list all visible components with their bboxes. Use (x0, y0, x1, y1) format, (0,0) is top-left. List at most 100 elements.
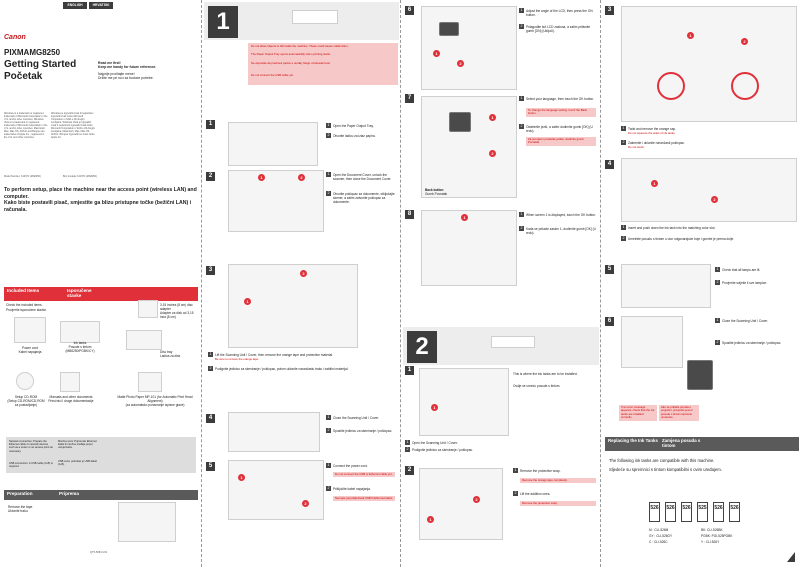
disc-adapter-en: 3.15 inches (8 cm) disc adapter (160, 303, 193, 311)
mid-step7-en: Select your language, then touch the OK … (526, 97, 595, 101)
preparation-header-en: Preparation (7, 491, 33, 496)
network-note-en: Network connection: Prepare the Ethernet… (9, 440, 53, 453)
s1-step2-en: Open the Document Cover, unlock the scan… (333, 173, 392, 181)
s2-info-hr: Ovdje se umeću posude s tintom. (513, 384, 561, 388)
r-step3-red-b: Do not touch. (628, 145, 645, 149)
s2-step2-marker-1: 1 (427, 516, 434, 523)
r-step4-marker-1: 1 (651, 180, 658, 187)
setup-cd-en: Setup CD-ROM (14, 395, 38, 399)
s1-step1-en: Open the Paper Output Tray. (333, 124, 374, 128)
mid-step7-sub1: 1 (519, 96, 524, 101)
s1-step5-red-hr: Nemojte još priključivati USB ili Ethern… (333, 496, 395, 502)
cart-label-5: C : CLI-526C (649, 540, 668, 544)
power-cord-image (14, 317, 46, 343)
mid-step6-number: 6 (405, 6, 414, 15)
model-code-en: Model Number: K10371 (MG8250) (4, 175, 41, 178)
r-step3-marker-2: 2 (741, 38, 748, 45)
s1-step5-hr: Priključite kabel napajanja. (333, 487, 371, 491)
s2-step2-sub2: 2 (513, 491, 518, 496)
r-step4-number: 4 (605, 160, 614, 169)
trademark-hr: Windows je trgovački znak ili registrira… (51, 112, 95, 139)
disc-tray-en: Disc tray (160, 350, 173, 354)
manuals-en: Manuals and other documents (49, 395, 93, 399)
s2-step1-sub1: 1 (405, 440, 410, 445)
mid-step6-sub1: 1 (519, 8, 524, 13)
ink-cartridge: 525 (697, 502, 708, 522)
right-panel: 3 1 2 1 Twist and remove the orange cap.… (601, 0, 802, 567)
s1-step3-number: 3 (206, 266, 215, 275)
s1-step3-sub1: 1 (208, 352, 213, 357)
s2-info-en: This is where the ink tanks are to be in… (513, 372, 578, 376)
mid-step7-number: 7 (405, 94, 414, 103)
section2-number: 2 (407, 331, 437, 363)
photo-paper-en: Matte Photo Paper MP-101 (for Automatic … (117, 395, 193, 403)
r-step3-marker-1: 1 (687, 32, 694, 39)
s1-step4-image (228, 412, 320, 452)
s1-step3-image (228, 264, 358, 348)
read-first-4: Držite me pri ruci za buduće potrebe. (98, 75, 154, 80)
r-step5-number: 5 (605, 265, 614, 274)
r-step6-en: Close the Scanning Unit / Cover. (722, 319, 769, 323)
included-check: Check the included items. (6, 303, 43, 307)
back-button-en: Back button (425, 188, 444, 192)
r-step4-en: Insert and push down the ink tank into t… (628, 226, 716, 230)
page-turn-arrow-icon (787, 552, 795, 562)
s2-step2-image (419, 468, 503, 540)
s1-step1-sub1: 1 (326, 123, 331, 128)
mid-step8-image (421, 210, 517, 286)
r-step6-hr: Spustite jedinicu za skeniranje / poklop… (722, 341, 782, 345)
lang-tab-english[interactable]: ENGLISH (63, 2, 87, 9)
preparation-text: Remove the tape. Uklonite traku. (8, 505, 33, 513)
mid-step7-red-hr: Za promjenu postavke jezika, dodirnite g… (526, 137, 596, 146)
r-step4-sub1: 1 (621, 225, 626, 230)
cover-panel: ENGLISH HRVATSKI Canon PIXMAMG8250 Getti… (0, 0, 202, 567)
s1-step5-sub2: 2 (326, 486, 331, 491)
middle-panel: 6 1 2 1 Adjust the angle of the LCD, the… (401, 0, 601, 567)
ink-tanks-en: Ink tanks (73, 341, 87, 345)
preparation-en: Remove the tape. (8, 505, 34, 509)
ink-tanks-extra: (MB8250/PGBK/CY) (65, 349, 95, 353)
model-number: MG8250 (29, 48, 61, 57)
s2-step2-sub1: 1 (513, 468, 518, 473)
photo-paper-label: Matte Photo Paper MP-101 (for Automatic … (112, 395, 198, 407)
s2-step1-image (419, 368, 509, 436)
usb-note-hr: USB veza: potreban je USB kabel (A-B). (58, 460, 97, 467)
usb-note-en: USB connection: A USB cable (A-B) is req… (9, 462, 53, 469)
r-step3-en: Twist and remove the orange cap. (628, 127, 677, 131)
network-note-hr: Mrežna veza: Pripremite Ethernet kabel i… (58, 440, 97, 450)
cart-label-1: M : CLI-526M (649, 528, 669, 532)
s1-step2-hr: Otvorite poklopac za dokumente, otključa… (333, 192, 395, 204)
s1-step1-hr: Otvorite ladicu za izlaz papira. (333, 134, 376, 138)
r-step3-sub2: 2 (621, 140, 626, 145)
power-cord-en: Power cord (21, 346, 39, 350)
s1-step4-en: Close the Scanning Unit / Cover. (333, 416, 380, 420)
photo-paper-image (138, 372, 162, 392)
r-step5-image (621, 264, 711, 308)
mid-step8-sub1: 1 (519, 212, 524, 217)
replacing-header-en: Replacing the Ink Tanks (608, 438, 658, 443)
trademark-en: Windows is a trademark or registered tra… (4, 112, 48, 139)
cart-label-3: GY : CLI-526GY (649, 534, 673, 538)
manuals-label: Manuals and other documents Priručnici i… (46, 395, 96, 403)
lang-tab-hrvatski[interactable]: HRVATSKI (89, 2, 113, 9)
s1-step1-number: 1 (206, 120, 215, 129)
read-first: Read me first! Keep me handy for future … (98, 61, 198, 80)
s2-step1-hr: Podignite jedinicu za skeniranje / poklo… (412, 448, 473, 452)
ink-tanks-label: Ink tanks Posude s tintom (MB8250/PGBK/C… (58, 341, 102, 353)
setup-cd-label: Setup CD-ROM (Setup CD-ROM/CD-ROM za pos… (6, 395, 46, 407)
warning-sub: Ne dopustite da predmeti padnu u uređaj.… (251, 61, 331, 65)
s1-step2-sub1: 1 (326, 172, 331, 177)
power-cord-label: Power cord Kabel napajanja (12, 346, 48, 354)
mid-step8-number: 8 (405, 210, 414, 219)
title-en: Getting Started (4, 59, 77, 70)
s1-step5-image (228, 460, 324, 520)
disc-adapter-label: 3.15 inches (8 cm) disc adapter Adapter … (160, 303, 200, 319)
s2-step2-marker-2: 2 (473, 496, 480, 503)
s1-step5-en: Connect the power cord. (333, 464, 368, 468)
mid-step8-en: When screen 1 is displayed, touch the OK… (526, 213, 596, 217)
r-step6-sub1: 1 (715, 318, 720, 323)
s1-step4-sub2: 2 (326, 428, 331, 433)
ink-cartridge: 526 (665, 502, 676, 522)
preparation-image (118, 502, 176, 542)
